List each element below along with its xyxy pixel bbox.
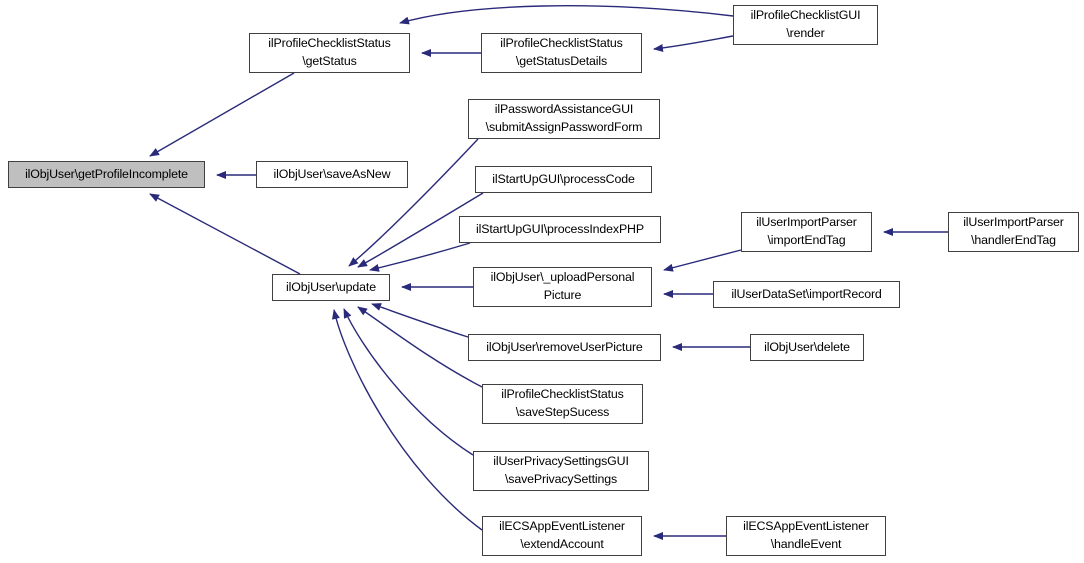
edge-saveStepSucess-to-update [357, 306, 483, 388]
graph-node-label: ilUserImportParser \handlerEndTag [963, 215, 1064, 247]
edge-update-to-getProfileIncomplete [149, 193, 301, 275]
edge-render-to-getStatusDetails [653, 35, 734, 52]
graph-node-importEndTag[interactable]: ilUserImportParser \importEndTag [741, 212, 872, 252]
edge-extendAccount-to-update [332, 309, 483, 531]
graph-node-handlerEndTag[interactable]: ilUserImportParser \handlerEndTag [948, 212, 1079, 252]
graph-node-label: ilUserImportParser \importEndTag [756, 215, 857, 247]
graph-node-importRecord[interactable]: ilUserDataSet\importRecord [713, 281, 900, 308]
graph-node-saveAsNew[interactable]: ilObjUser\saveAsNew [256, 161, 408, 188]
graph-node-getProfileIncomplete[interactable]: ilObjUser\getProfileIncomplete [8, 161, 205, 188]
graph-node-label: ilUserPrivacySettingsGUI \savePrivacySet… [493, 454, 629, 486]
graph-node-processIndexPHP[interactable]: ilStartUpGUI\processIndexPHP [459, 216, 661, 243]
edge-processIndexPHP-to-update [369, 242, 471, 272]
edge-importEndTag-to-uploadPersonalPicture [663, 249, 742, 272]
graph-node-label: ilECSAppEventListener \extendAccount [499, 519, 625, 551]
graph-node-render[interactable]: ilProfileChecklistGUI \render [733, 5, 878, 45]
graph-node-label: ilObjUser\removeUserPicture [486, 339, 643, 354]
graph-node-uploadPersonalPicture[interactable]: ilObjUser\_uploadPersonal Picture [473, 267, 652, 307]
graph-node-label: ilStartUpGUI\processCode [492, 171, 635, 186]
graph-node-label: ilProfileChecklistStatus \getStatusDetai… [500, 36, 623, 68]
graph-node-getStatusDetails[interactable]: ilProfileChecklistStatus \getStatusDetai… [481, 33, 642, 73]
graph-node-update[interactable]: ilObjUser\update [272, 274, 390, 301]
graph-node-label: ilObjUser\update [286, 279, 376, 294]
graph-node-saveStepSucess[interactable]: ilProfileChecklistStatus \saveStepSucess [482, 384, 643, 424]
graph-node-label: ilObjUser\getProfileIncomplete [25, 166, 188, 181]
graph-node-handleEvent[interactable]: ilECSAppEventListener \handleEvent [726, 516, 886, 556]
graph-node-label: ilStartUpGUI\processIndexPHP [476, 221, 644, 236]
graph-node-submitAssignPasswordForm[interactable]: ilPasswordAssistanceGUI \submitAssignPas… [468, 99, 660, 139]
graph-node-label: ilPasswordAssistanceGUI \submitAssignPas… [485, 102, 643, 134]
edge-removeUserPicture-to-update [371, 303, 469, 338]
graph-node-getStatus[interactable]: ilProfileChecklistStatus \getStatus [249, 33, 410, 73]
graph-node-label: ilProfileChecklistGUI \render [750, 8, 861, 40]
graph-node-removeUserPicture[interactable]: ilObjUser\removeUserPicture [468, 334, 661, 361]
graph-node-label: ilObjUser\_uploadPersonal Picture [490, 270, 635, 302]
graph-node-savePrivacySettings[interactable]: ilUserPrivacySettingsGUI \savePrivacySet… [473, 451, 649, 491]
graph-node-processCode[interactable]: ilStartUpGUI\processCode [475, 166, 652, 193]
graph-node-delete[interactable]: ilObjUser\delete [750, 334, 864, 361]
graph-node-label: ilObjUser\saveAsNew [273, 166, 391, 181]
graph-node-label: ilProfileChecklistStatus \getStatus [268, 36, 391, 68]
graph-node-label: ilECSAppEventListener \handleEvent [743, 519, 869, 551]
graph-node-label: ilProfileChecklistStatus \saveStepSucess [501, 387, 624, 419]
graph-node-label: ilObjUser\delete [764, 339, 850, 354]
edge-processCode-to-update [357, 192, 484, 268]
edge-savePrivacySettings-to-update [343, 308, 474, 456]
edge-render-to-getStatus [399, 5, 734, 25]
graph-node-label: ilUserDataSet\importRecord [731, 286, 882, 301]
edge-getStatus-to-getProfileIncomplete [149, 72, 295, 157]
graph-node-extendAccount[interactable]: ilECSAppEventListener \extendAccount [482, 516, 642, 556]
edge-submitAssignPasswordForm-to-update [348, 138, 479, 267]
